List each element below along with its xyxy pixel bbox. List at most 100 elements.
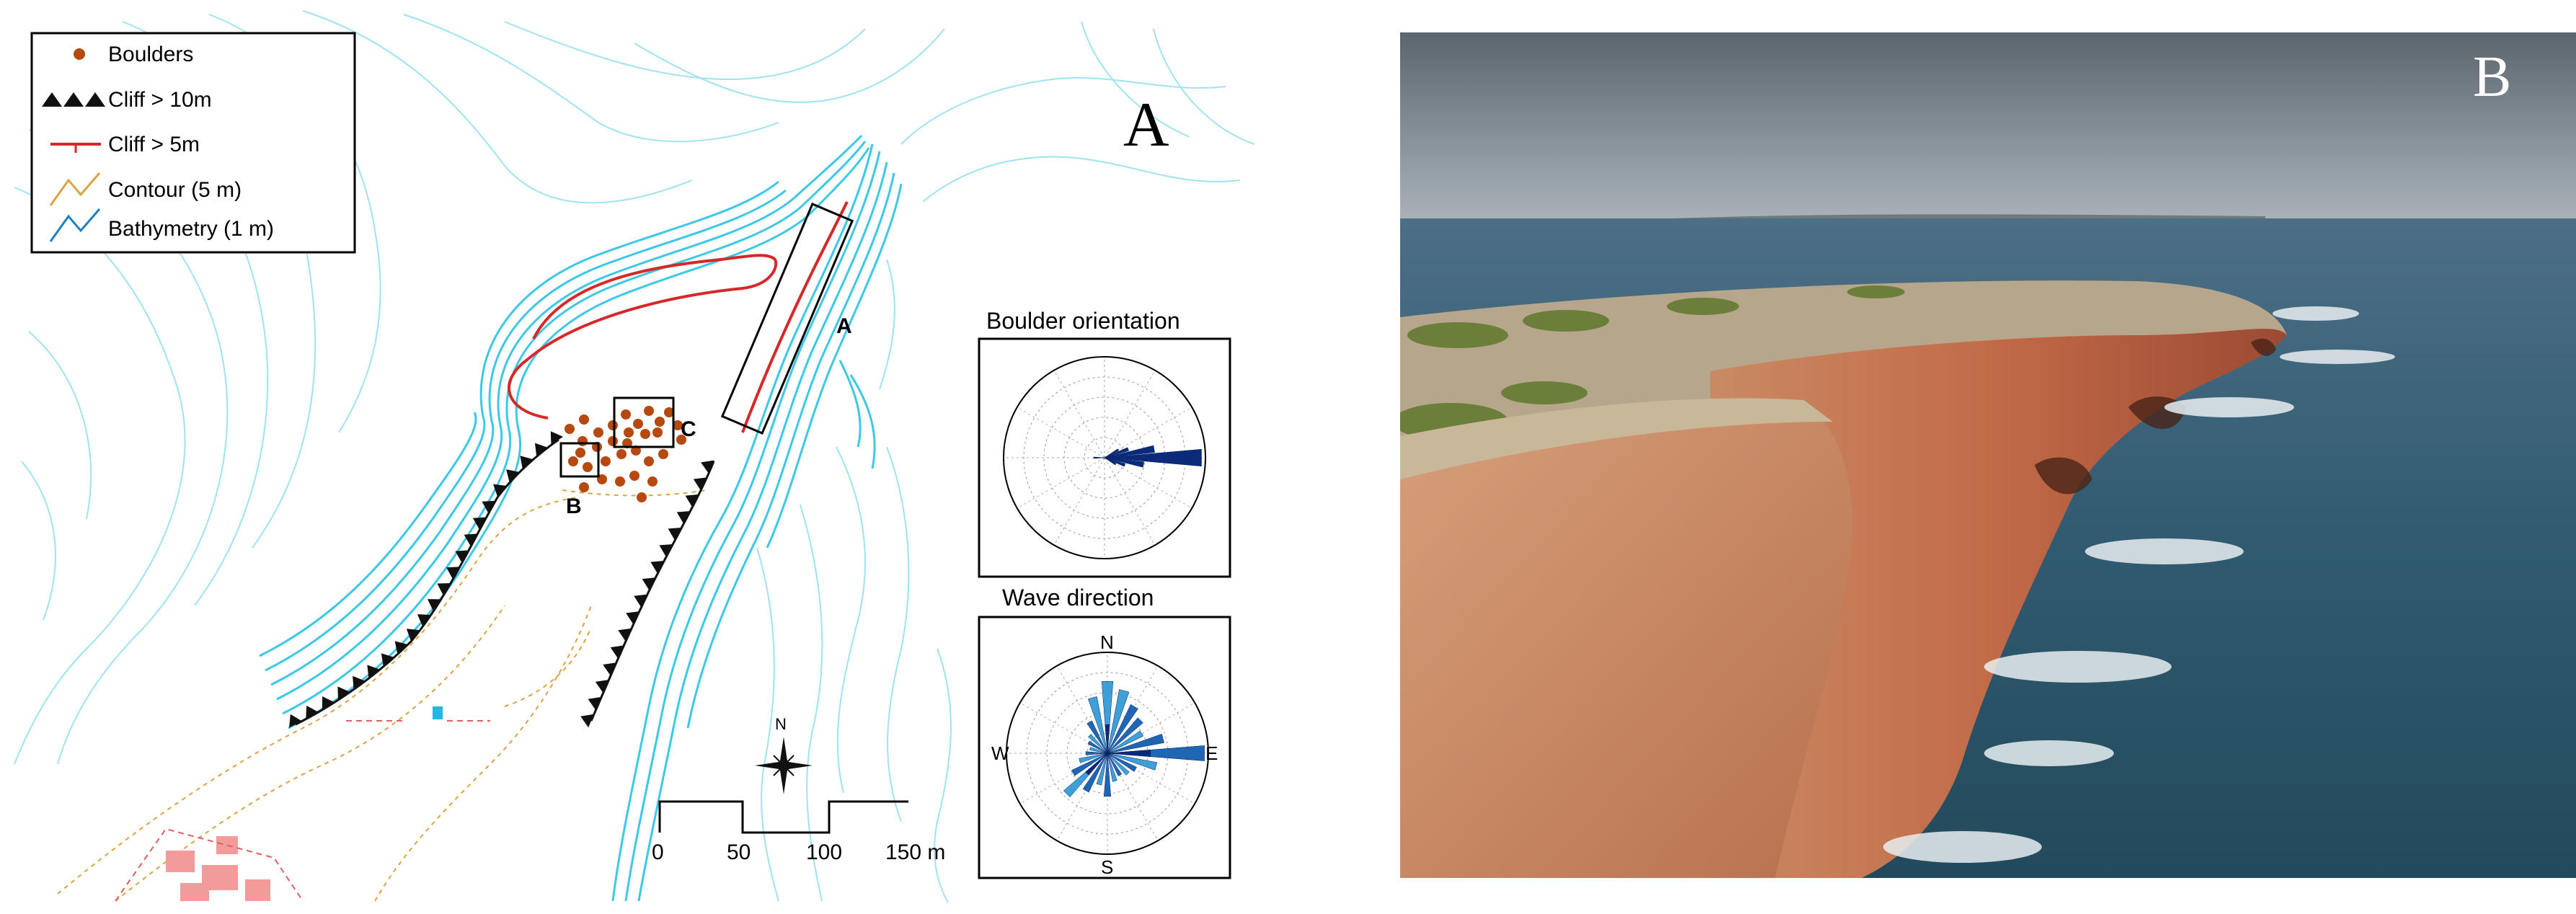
cliff-triangle <box>685 494 699 507</box>
rose-petal <box>1107 750 1151 757</box>
rose-petal <box>1101 681 1114 754</box>
cliff-triangle <box>626 611 639 625</box>
rose-petal <box>1107 730 1143 754</box>
rose-petal <box>1096 753 1108 786</box>
cliff-photo: B <box>1393 32 2576 879</box>
rose-spoke <box>1104 407 1192 458</box>
wave-direction-rose <box>1006 652 1209 855</box>
boulder-dot <box>633 419 643 429</box>
cliff-triangle <box>595 680 609 693</box>
rose-petal <box>1087 696 1108 754</box>
cliff-triangle <box>381 653 394 667</box>
rose-petal <box>1104 457 1117 466</box>
legend-cliff-5m-symbol <box>50 143 101 153</box>
cliff-triangle <box>394 641 408 655</box>
cliff-triangle <box>367 665 381 679</box>
cliff-triangle <box>482 500 496 514</box>
cliff-triangle <box>337 686 350 701</box>
boulder-dot <box>647 476 658 487</box>
boulder-dot <box>658 449 668 459</box>
boulder-dot <box>565 424 575 434</box>
boulder-orientation-title: Boulder orientation <box>986 308 1180 334</box>
north-arrow: N <box>755 715 813 794</box>
rose-petal <box>1107 733 1164 754</box>
rose-petal <box>1107 753 1130 776</box>
cliff-triangle <box>455 550 469 564</box>
cliff-triangle <box>406 629 420 642</box>
cliff-face <box>1710 329 2287 879</box>
rose-petal <box>1089 747 1108 754</box>
map-panel-a: A B C Boulders Cliff > 10m Cliff > 5m Co… <box>0 0 1258 910</box>
rose-petal <box>1086 720 1108 754</box>
waves-foam <box>1883 306 2395 863</box>
boulder-dot <box>629 471 639 481</box>
panel-label-a: A <box>1123 90 1169 160</box>
land-contours <box>57 489 707 902</box>
boulder-dot <box>579 482 589 492</box>
boulder-dot <box>568 456 578 466</box>
scale-label-150m: 150 m <box>885 840 945 864</box>
cliff-triangle <box>417 614 431 627</box>
rose-outline <box>1006 652 1209 855</box>
cliff-triangles <box>289 431 714 728</box>
rose-petal <box>1104 445 1155 458</box>
boulder-dot <box>577 436 588 446</box>
cliff-triangle <box>610 645 624 659</box>
legend-boulder-symbol <box>74 48 85 60</box>
rose-petal <box>1082 753 1108 793</box>
rose-petal <box>1079 753 1108 763</box>
cliff-triangle <box>650 561 665 574</box>
boulder-dot <box>575 448 585 458</box>
scale-label-100: 100 <box>806 840 842 864</box>
map-svg: A B C Boulders Cliff > 10m Cliff > 5m Co… <box>0 0 1258 910</box>
cliff-triangle <box>437 582 451 596</box>
rose-petal <box>1104 448 1202 467</box>
rose-petal <box>1104 457 1126 467</box>
wave-direction-title: Wave direction <box>1002 585 1154 611</box>
rose-petal <box>1087 740 1108 754</box>
cliff-5m-line <box>508 254 778 420</box>
cliff-triangle <box>464 533 478 547</box>
urban-area <box>166 836 270 901</box>
boulder-dot <box>608 436 618 446</box>
rose-petal <box>1071 753 1108 776</box>
water-feature <box>433 706 443 719</box>
rose-spoke <box>1104 457 1192 509</box>
boulder-dot <box>644 456 654 466</box>
photo-panel-b: B <box>1393 32 2576 879</box>
boulder-dot <box>673 420 683 430</box>
boulder-dot <box>601 456 611 466</box>
north-label: N <box>775 715 787 733</box>
legend-cliff-symbol <box>42 92 105 107</box>
boulder-dot <box>640 429 650 439</box>
cliff-triangle <box>642 577 656 591</box>
cliff-triangle <box>306 705 319 719</box>
cliff-triangle <box>493 484 507 497</box>
rose-petal <box>1093 456 1105 459</box>
cliff-triangle <box>446 567 460 580</box>
rose-petal <box>1107 745 1205 761</box>
cliff-triangle <box>668 528 682 541</box>
rose-petal <box>1107 717 1143 754</box>
rose-petal <box>1107 689 1130 754</box>
legend-label-boulders: Boulders <box>108 43 193 66</box>
legend-label-cliff-5m: Cliff > 5m <box>108 133 200 156</box>
cliff-triangle <box>322 696 335 710</box>
rose-petal <box>1085 751 1108 755</box>
legend-label-contour: Contour (5 m) <box>108 178 242 202</box>
boulder-dot <box>616 449 627 459</box>
box-b-label: B <box>566 494 582 518</box>
legend-label-cliff-10m: Cliff > 10m <box>108 88 212 112</box>
rose-petal <box>1107 753 1137 772</box>
cliff-triangle <box>693 477 707 491</box>
boulder-dot <box>644 406 654 416</box>
box-b <box>559 442 600 478</box>
box-c <box>613 396 675 448</box>
rose-spoke <box>1017 407 1105 458</box>
rose-outline <box>1003 356 1206 559</box>
scale-bar: 0 50 100 150 m <box>652 800 945 864</box>
cliff-triangle <box>534 443 548 457</box>
boulder-dot <box>608 420 618 430</box>
boulder-dot <box>652 427 663 438</box>
cliff-triangle <box>289 714 302 728</box>
